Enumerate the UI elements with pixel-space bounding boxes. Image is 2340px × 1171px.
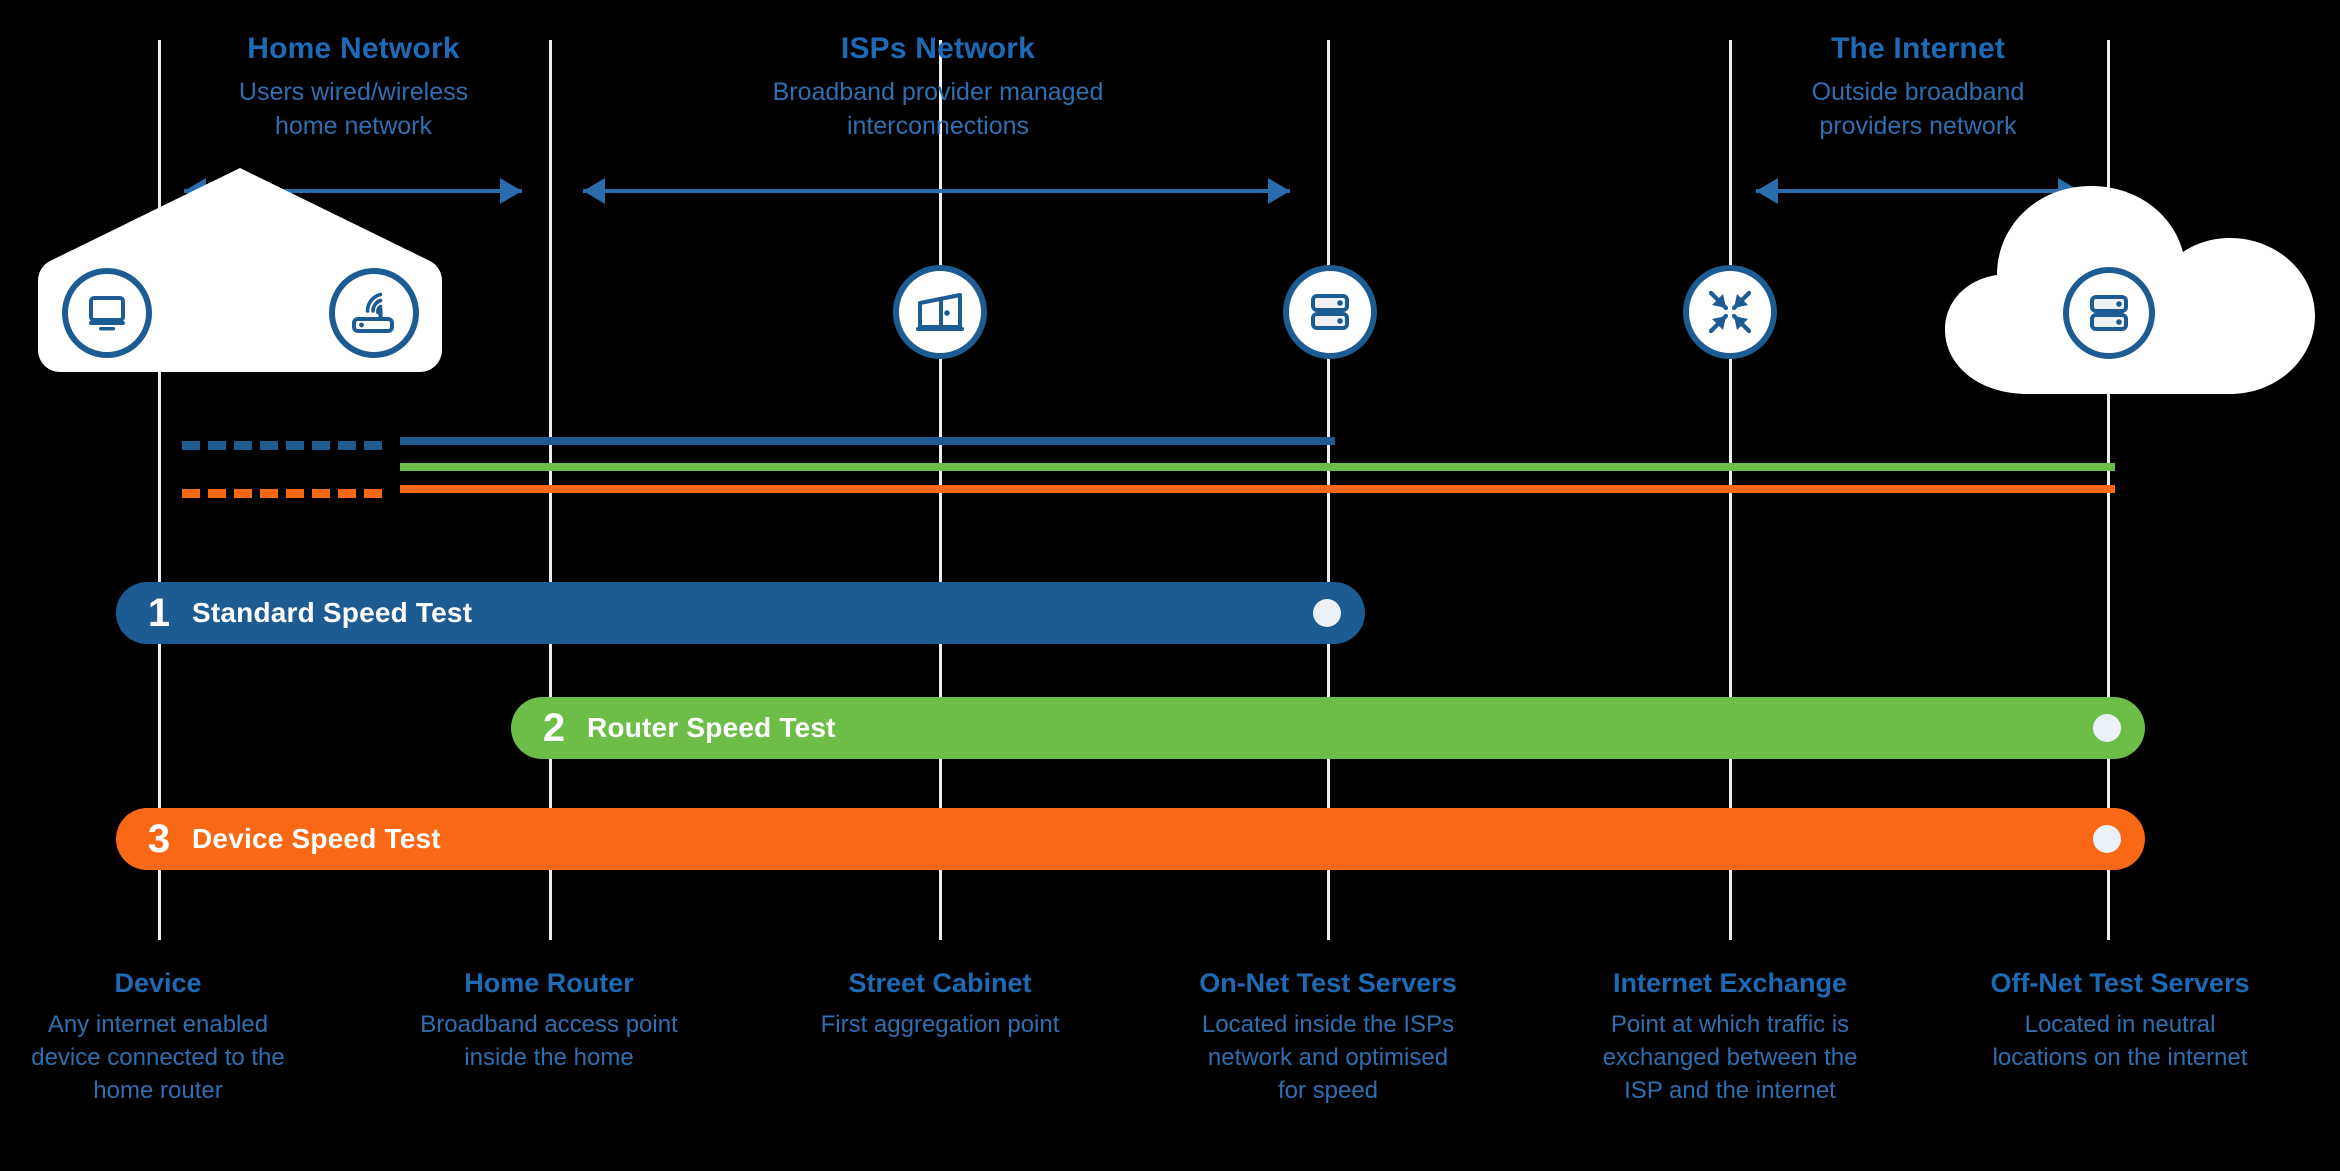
- node-label-title: Internet Exchange: [1612, 968, 1848, 998]
- server-icon: [2084, 290, 2134, 336]
- node-label-title: On-Net Test Servers: [1199, 968, 1457, 998]
- arrow-head-right-icon: [1268, 178, 1290, 204]
- node-label-device: Device Any internet enabled device conne…: [0, 970, 316, 1108]
- zone-span-arrow-isps-network: [583, 178, 1290, 204]
- node-label-home-router: Home Router Broadband access point insid…: [402, 970, 696, 1075]
- transport-line-device-test: [400, 485, 2115, 493]
- zone-title: ISPs Network: [840, 32, 1036, 65]
- speed-test-number: 1: [147, 591, 171, 635]
- node-label-title: Home Router: [464, 968, 634, 998]
- column-line-device: [158, 40, 161, 940]
- node-label-desc-line1: Located inside the ISPs: [1201, 1011, 1455, 1038]
- node-label-description: Located inside the ISPs network and opti…: [1173, 1009, 1483, 1108]
- node-circle-street-cabinet[interactable]: [893, 265, 987, 359]
- zone-home-network: Home Network Users wired/wireless home n…: [158, 34, 549, 144]
- speed-test-endpoint-dot: [2093, 714, 2121, 742]
- node-label-desc-line2: device connected to the: [31, 1043, 285, 1071]
- node-label-description: Point at which traffic is exchanged betw…: [1556, 1009, 1904, 1108]
- node-label-description: Broadband access point inside the home: [402, 1009, 696, 1075]
- transport-line-standard-test: [400, 437, 1335, 445]
- zone-description: Users wired/wireless home network: [158, 76, 549, 144]
- node-label-internet-exchange: Internet Exchange Point at which traffic…: [1556, 970, 1904, 1108]
- arrow-shaft: [1756, 189, 2080, 193]
- node-label-desc-line1: First aggregation point: [820, 1011, 1060, 1038]
- node-label-off-net-servers: Off-Net Test Servers Located in neutral …: [1960, 970, 2280, 1075]
- zone-isps-network: ISPs Network Broadband provider managed …: [549, 34, 1327, 144]
- node-label-on-net-servers: On-Net Test Servers Located inside the I…: [1173, 970, 1483, 1108]
- node-label-desc-line2: inside the home: [464, 1043, 634, 1071]
- node-circle-off-net-servers[interactable]: [2063, 267, 2155, 359]
- speed-test-bar-standard[interactable]: 1 Standard Speed Test: [116, 582, 1365, 644]
- node-label-desc-line3: home router: [93, 1076, 223, 1104]
- speed-test-number: 2: [542, 706, 566, 750]
- node-circle-internet-exchange[interactable]: [1683, 265, 1777, 359]
- zone-description-line2: home network: [274, 111, 433, 140]
- node-label-desc-line1: Any internet enabled: [47, 1011, 269, 1038]
- node-label-desc-line2: exchanged between the: [1602, 1043, 1858, 1071]
- speed-test-label: Device Speed Test: [192, 823, 441, 854]
- node-circle-on-net-servers[interactable]: [1283, 265, 1377, 359]
- arrow-head-left-icon: [583, 178, 605, 204]
- zone-description: Outside broadband providers network: [1729, 76, 2107, 144]
- node-label-desc-line1: Located in neutral: [2024, 1011, 2216, 1038]
- node-label-description: Located in neutral locations on the inte…: [1960, 1009, 2280, 1075]
- home-dashed-link-wired: [182, 441, 382, 450]
- speed-test-bar-router[interactable]: 2 Router Speed Test: [511, 697, 2145, 759]
- monitor-icon: [84, 290, 130, 336]
- speed-test-label: Router Speed Test: [587, 712, 836, 743]
- speed-test-endpoint-dot: [1313, 599, 1341, 627]
- node-label-title: Device: [114, 968, 202, 998]
- node-label-desc-line1: Broadband access point: [420, 1011, 678, 1038]
- zone-description: Broadband provider managed interconnecti…: [549, 76, 1327, 144]
- zone-title: The Internet: [1830, 32, 2006, 65]
- node-label-title: Street Cabinet: [848, 968, 1032, 998]
- exchange-arrows-icon: [1705, 287, 1755, 337]
- speed-test-number: 3: [147, 817, 171, 861]
- zone-description-line2: providers network: [1819, 111, 2017, 140]
- home-dashed-link-wireless: [182, 489, 382, 498]
- transport-line-router-test: [400, 463, 2115, 471]
- speed-test-bar-device[interactable]: 3 Device Speed Test: [116, 808, 2145, 870]
- arrow-head-right-icon: [500, 178, 522, 204]
- node-label-desc-line1: Point at which traffic is: [1610, 1011, 1850, 1038]
- zone-description-line1: Users wired/wireless: [238, 78, 469, 106]
- arrow-head-left-icon: [1756, 178, 1778, 204]
- node-circle-home-router[interactable]: [329, 268, 419, 358]
- router-icon: [349, 290, 399, 336]
- node-label-desc-line3: ISP and the internet: [1624, 1076, 1836, 1104]
- node-label-desc-line2: network and optimised: [1207, 1043, 1449, 1071]
- server-icon: [1305, 289, 1355, 335]
- node-label-description: Any internet enabled device connected to…: [0, 1009, 316, 1108]
- zone-title: Home Network: [247, 32, 460, 65]
- speed-test-endpoint-dot: [2093, 825, 2121, 853]
- node-label-desc-line3: for speed: [1277, 1076, 1379, 1104]
- street-cabinet-icon: [914, 289, 966, 335]
- node-label-street-cabinet: Street Cabinet First aggregation point: [790, 970, 1090, 1042]
- zone-the-internet: The Internet Outside broadband providers…: [1729, 34, 2107, 144]
- node-label-desc-line2: locations on the internet: [1992, 1043, 2248, 1071]
- zone-description-line1: Outside broadband: [1811, 78, 2025, 106]
- zone-description-line2: interconnections: [846, 111, 1030, 140]
- arrow-shaft: [184, 189, 522, 193]
- node-label-description: First aggregation point: [790, 1009, 1090, 1042]
- speed-test-label: Standard Speed Test: [192, 597, 473, 628]
- node-label-title: Off-Net Test Servers: [1990, 968, 2250, 998]
- arrow-shaft: [583, 189, 1290, 193]
- zone-description-line1: Broadband provider managed: [772, 78, 1104, 106]
- node-circle-device[interactable]: [62, 268, 152, 358]
